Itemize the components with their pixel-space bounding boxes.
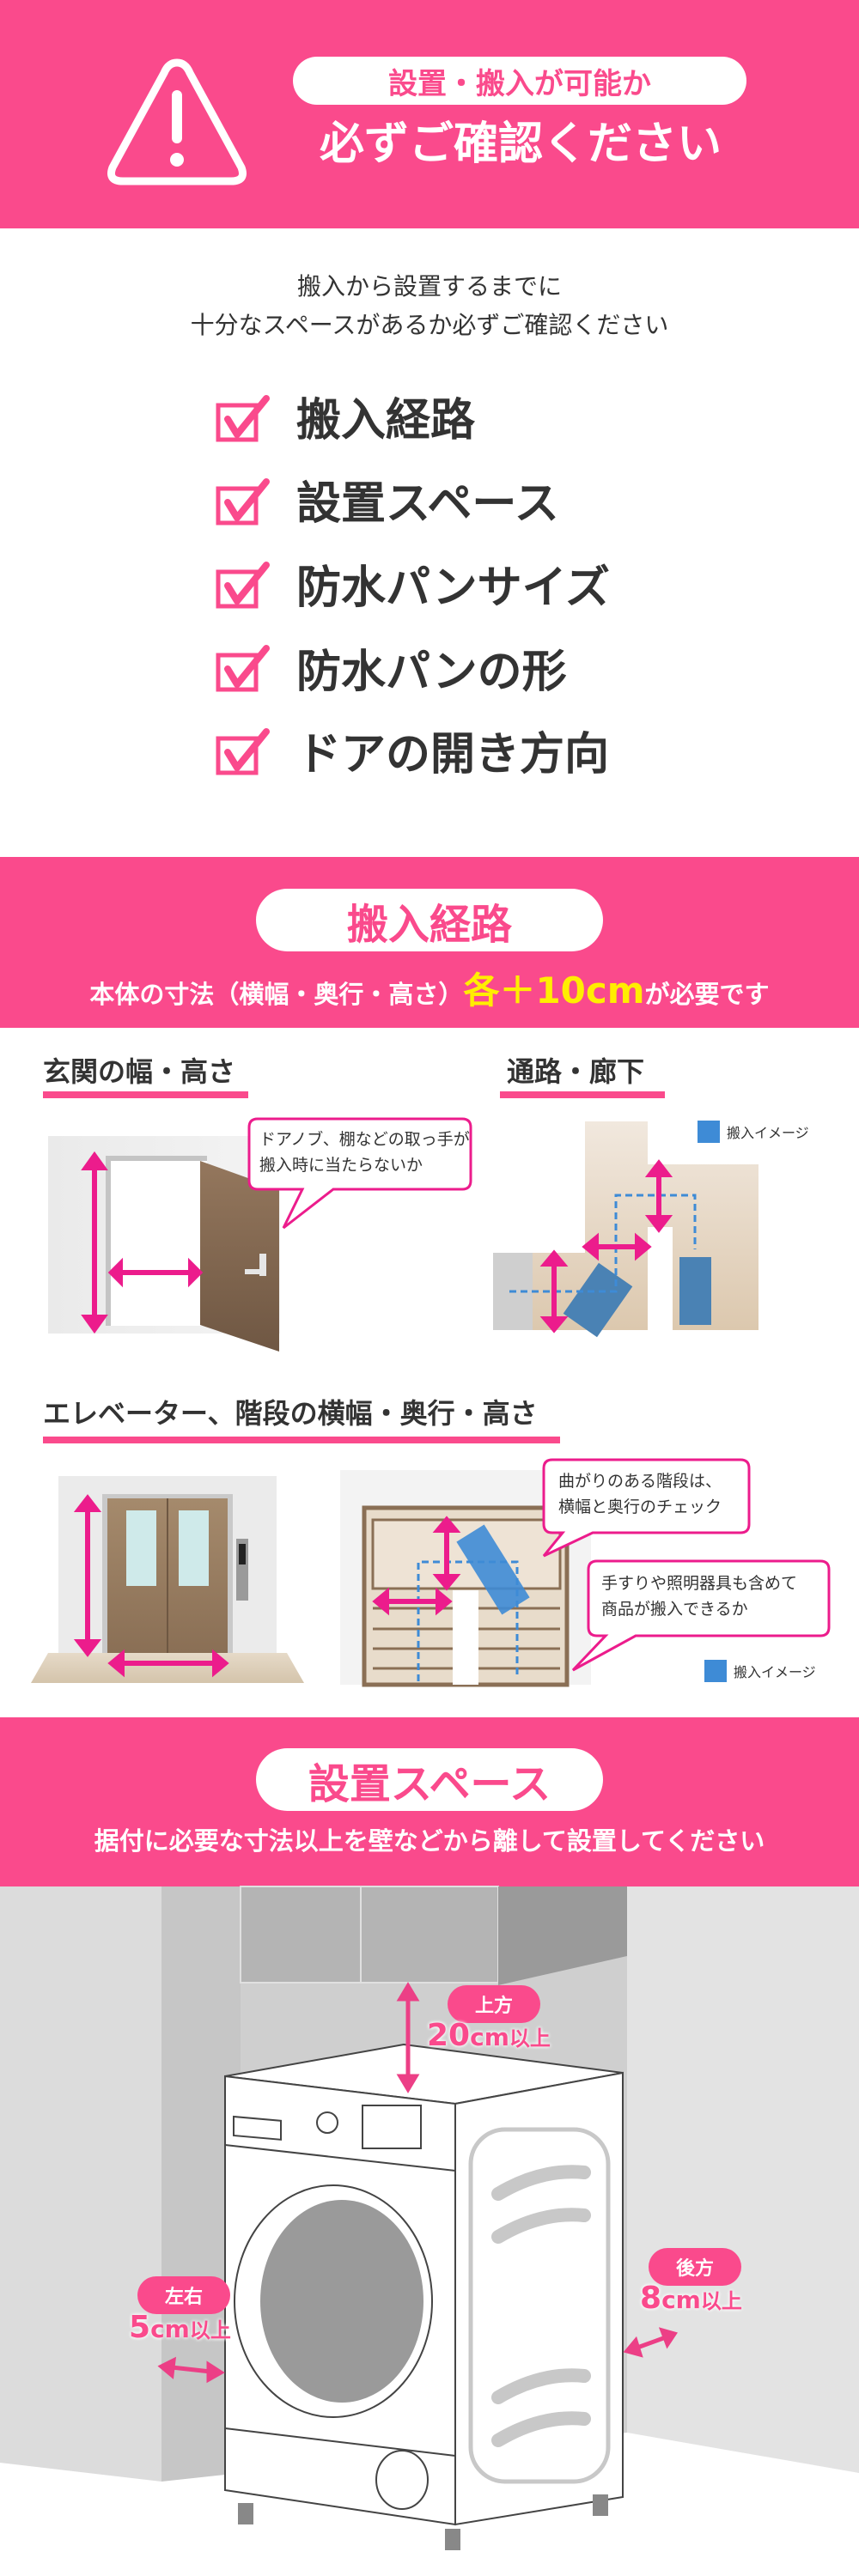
- dim-number: 20: [427, 2018, 471, 2053]
- checklist-item: 搬入経路: [296, 395, 476, 447]
- space-title-pill: 設置スペース: [256, 1748, 603, 1811]
- route-title-pill: 搬入経路: [256, 889, 603, 951]
- corridor-legend: 搬入イメージ: [698, 1121, 809, 1143]
- elevator-underline: [43, 1437, 560, 1443]
- dim-suffix: 以上: [509, 2026, 551, 2050]
- side-clearance-value: 5cm以上: [129, 2310, 231, 2345]
- checkbox-icon: [216, 478, 270, 526]
- checklist-item: 防水パンサイズ: [296, 562, 611, 614]
- entrance-heading: 玄関の幅・高さ: [43, 1055, 236, 1088]
- header-pill: 設置・搬入が可能か: [293, 57, 746, 105]
- side-clearance-tag: 左右: [137, 2276, 230, 2314]
- bubble-line: 商品が搬入できるか: [601, 1600, 748, 1619]
- checkbox-icon: [216, 728, 270, 775]
- carry-image-swatch: [698, 1121, 720, 1143]
- top-clearance-value: 20cm以上: [427, 2018, 551, 2053]
- legend-label: 搬入イメージ: [734, 1664, 816, 1680]
- route-subtitle-pre: 本体の寸法（横幅・奥行・高さ）: [89, 980, 464, 1009]
- dim-unit: cm: [150, 2315, 190, 2343]
- checklist-item: ドアの開き方向: [296, 729, 610, 781]
- elevator-heading: エレベーター、階段の横幅・奥行・高さ: [43, 1397, 538, 1430]
- dim-unit: cm: [470, 2023, 509, 2051]
- corridor-underline: [500, 1091, 665, 1098]
- warning-triangle-icon: [107, 58, 247, 185]
- checkbox-icon: [216, 645, 270, 692]
- corridor-heading: 通路・廊下: [507, 1055, 645, 1088]
- handrail-bubble-text: 手すりや照明器具も含めて 商品が搬入できるか: [601, 1571, 797, 1622]
- legend-label: 搬入イメージ: [727, 1125, 809, 1141]
- route-subtitle: 本体の寸法（横幅・奥行・高さ）各＋10cmが必要です: [0, 969, 859, 1017]
- checkbox-icon: [216, 395, 270, 442]
- space-subtitle: 据付に必要な寸法以上を壁などから離して設置してください: [94, 1826, 765, 1856]
- intro-line-2: 十分なスペースがあるか必ずご確認ください: [190, 311, 669, 339]
- dim-unit: cm: [661, 2286, 701, 2314]
- header-title: 必ずご確認ください: [319, 118, 722, 170]
- dim-suffix: 以上: [700, 2289, 742, 2313]
- stairs-legend: 搬入イメージ: [704, 1660, 816, 1682]
- carry-image-swatch: [704, 1660, 727, 1682]
- route-subtitle-post: が必要です: [644, 980, 770, 1009]
- bubble-line: 手すりや照明器具も含めて: [601, 1574, 798, 1593]
- route-subtitle-highlight: 各＋10cm: [463, 969, 645, 1012]
- top-clearance-tag: 上方: [448, 1985, 540, 2023]
- entrance-underline: [43, 1091, 248, 1098]
- checkbox-icon: [216, 562, 270, 609]
- bubble-line: 搬入時に当たらないか: [259, 1156, 423, 1175]
- dim-suffix: 以上: [189, 2318, 231, 2342]
- back-clearance-value: 8cm以上: [640, 2281, 742, 2316]
- back-clearance-tag: 後方: [649, 2248, 741, 2286]
- dim-number: 5: [129, 2310, 151, 2345]
- bubble-line: 曲がりのある階段は、: [558, 1472, 722, 1491]
- checklist-item: 設置スペース: [296, 478, 559, 530]
- entrance-bubble-text: ドアノブ、棚などの取っ手が 搬入時に当たらないか: [259, 1127, 470, 1178]
- intro-line-1: 搬入から設置するまでに: [296, 272, 562, 301]
- checklist-item: 防水パンの形: [296, 647, 567, 698]
- dim-number: 8: [640, 2281, 662, 2316]
- stairs-bubble-text: 曲がりのある階段は、 横幅と奥行のチェック: [558, 1468, 722, 1520]
- bubble-line: ドアノブ、棚などの取っ手が: [259, 1130, 470, 1149]
- bubble-line: 横幅と奥行のチェック: [558, 1498, 722, 1516]
